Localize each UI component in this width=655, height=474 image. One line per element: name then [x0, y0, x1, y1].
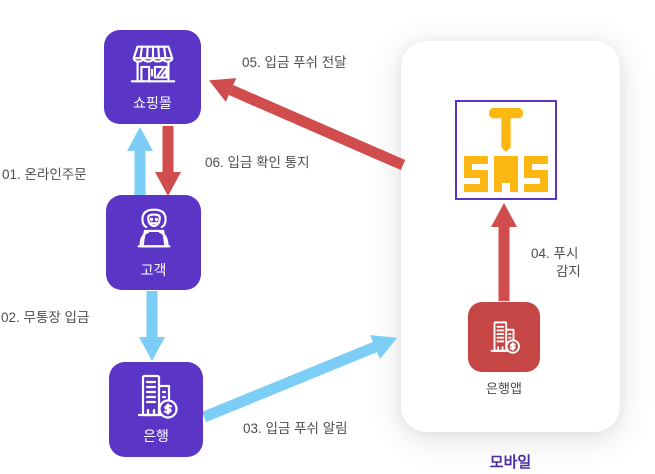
step-label-deposit-confirm-notice: 06. 입금 확인 통지 — [205, 155, 310, 170]
node-bank: 은행 — [109, 362, 203, 457]
node-customer-label: 고객 — [140, 262, 167, 278]
step-label-deposit-push-forward: 05. 입금 푸쉬 전달 — [242, 55, 347, 70]
storefront-icon — [130, 45, 175, 82]
arrow-deposit-push-forward — [209, 78, 406, 171]
sms-logo-box — [455, 100, 557, 200]
node-bank-app-label: 은행앱 — [486, 381, 522, 396]
arrow-deposit-push-alert — [201, 334, 398, 423]
step-label-bank-transfer: 02. 무통장 입금 — [1, 310, 90, 325]
sms-logo-t-icon — [489, 108, 523, 152]
bank-app-icon — [490, 321, 520, 354]
node-bank-app — [468, 302, 540, 372]
sms-logo-text-icon — [464, 156, 548, 192]
step-label-deposit-push-alert: 03. 입금 푸쉬 알림 — [243, 421, 348, 436]
customer-at-laptop-icon — [137, 208, 170, 248]
node-bank-label: 은행 — [143, 428, 169, 444]
step-label-online-order: 01. 온라인주문 — [2, 167, 87, 182]
step-label-push-detect-line1: 04. 푸시 — [531, 246, 579, 261]
step-label-push-detect-line2: 감지 — [556, 264, 581, 279]
node-customer: 고객 — [106, 195, 201, 290]
mobile-caption: 모바일 — [489, 454, 532, 471]
node-shopping-mall-label: 쇼핑몰 — [133, 94, 172, 111]
bank-building-icon — [137, 374, 178, 419]
node-shopping-mall: 쇼핑몰 — [104, 30, 201, 124]
